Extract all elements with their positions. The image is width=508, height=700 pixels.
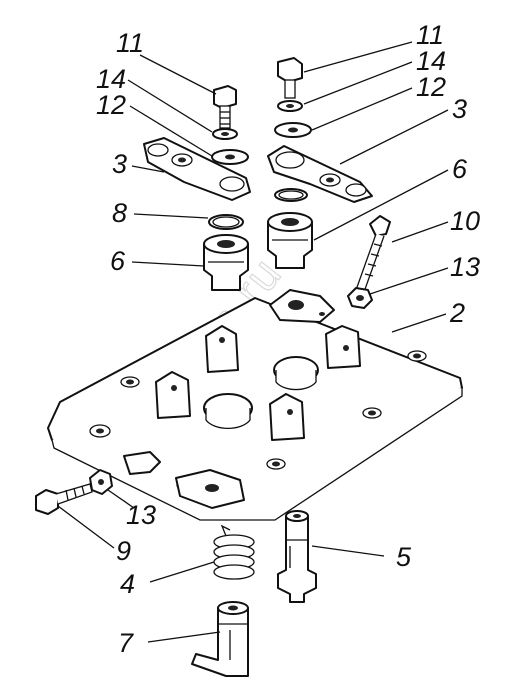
coil-spring bbox=[213, 524, 255, 580]
label-6-left: 6 bbox=[110, 246, 126, 276]
base-plate bbox=[47, 289, 463, 521]
label-3-left: 3 bbox=[112, 149, 127, 179]
label-7: 7 bbox=[118, 628, 134, 658]
label-2: 2 bbox=[449, 298, 465, 328]
label-9: 9 bbox=[116, 536, 131, 566]
label-12-right: 12 bbox=[416, 72, 446, 102]
label-13-right: 13 bbox=[450, 252, 480, 282]
label-6-right: 6 bbox=[452, 154, 468, 184]
label-8: 8 bbox=[112, 198, 127, 228]
lever-shaft bbox=[191, 601, 249, 677]
label-11-left: 11 bbox=[116, 28, 144, 58]
left-bolt bbox=[213, 85, 237, 129]
mounting-bolt bbox=[35, 483, 93, 515]
right-bolt bbox=[277, 57, 303, 99]
right-bushing bbox=[267, 212, 313, 269]
left-spring-washer bbox=[212, 128, 238, 140]
left-bushing bbox=[203, 234, 249, 291]
label-13-left: 13 bbox=[126, 500, 156, 530]
leader-lines bbox=[57, 41, 449, 643]
right-spring-washer bbox=[277, 100, 303, 112]
left-snap-ring bbox=[208, 214, 244, 230]
right-flat-washer bbox=[274, 122, 312, 138]
label-4: 4 bbox=[120, 569, 135, 599]
shaft bbox=[277, 510, 317, 603]
adjusting-nut bbox=[347, 287, 373, 309]
label-14-right: 14 bbox=[416, 46, 446, 76]
label-12-left: 12 bbox=[96, 90, 126, 120]
adjusting-bolt bbox=[355, 215, 391, 293]
right-lever bbox=[267, 145, 373, 203]
label-14-left: 14 bbox=[96, 64, 126, 94]
right-snap-ring bbox=[274, 188, 308, 202]
mounting-nut bbox=[89, 469, 113, 495]
label-11-right: 11 bbox=[416, 20, 444, 50]
label-5: 5 bbox=[396, 542, 412, 572]
part-labels: 11 14 12 3 8 6 11 14 12 3 6 10 13 2 13 9… bbox=[96, 20, 480, 658]
label-3-right: 3 bbox=[452, 94, 467, 124]
left-lever bbox=[143, 137, 251, 201]
label-10: 10 bbox=[450, 206, 480, 236]
left-flat-washer bbox=[211, 149, 249, 165]
